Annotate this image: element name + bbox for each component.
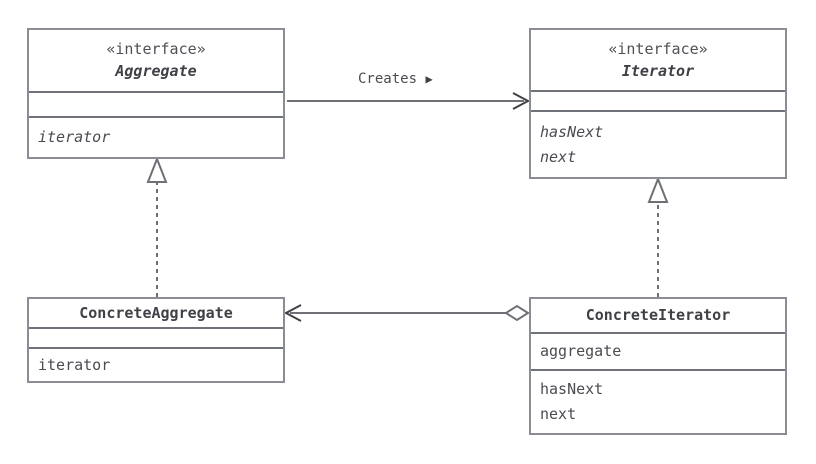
operation-item: next (540, 147, 577, 166)
edge-label-creates: Creates ▶ (358, 70, 433, 88)
operations-compartment-concrete-iterator: hasNext next (531, 369, 785, 433)
operations-compartment-iterator: hasNext next (531, 110, 785, 177)
attribute-item: aggregate (540, 342, 622, 360)
operation-item: next (540, 405, 577, 423)
relationship-realizes-iterator (647, 176, 669, 297)
class-name: ConcreteAggregate (79, 303, 233, 322)
aggregation-arrowhead (283, 304, 302, 322)
creates-arrowhead (512, 92, 531, 110)
class-name: Iterator (621, 61, 695, 80)
uml-class-concrete-iterator[interactable]: ConcreteIterator aggregate hasNext next (529, 297, 787, 435)
uml-class-concrete-aggregate[interactable]: ConcreteAggregate iterator (27, 297, 285, 383)
class-header-concrete-aggregate: ConcreteAggregate (29, 299, 283, 327)
relationship-creates (287, 92, 531, 110)
relationship-aggregation (283, 304, 530, 322)
class-header-iterator: «interface» Iterator (531, 30, 785, 91)
class-name: ConcreteIterator (585, 306, 731, 324)
class-header-aggregate: «interface» Aggregate (29, 30, 283, 91)
attributes-compartment-aggregate (29, 91, 283, 116)
class-header-concrete-iterator: ConcreteIterator (531, 299, 785, 332)
attributes-compartment-iterator (531, 90, 785, 111)
uml-class-aggregate[interactable]: «interface» Aggregate iterator (27, 28, 285, 159)
operations-compartment-aggregate: iterator (29, 116, 283, 157)
attributes-compartment-concrete-iterator: aggregate (531, 332, 785, 369)
operation-item: hasNext (540, 380, 604, 398)
attributes-compartment-concrete-aggregate (29, 327, 283, 347)
relationship-realizes-aggregate (146, 156, 168, 297)
stereotype-label: «interface» (106, 40, 206, 58)
operation-item: hasNext (540, 122, 604, 141)
stereotype-label: «interface» (608, 39, 708, 58)
aggregation-diamond (504, 304, 530, 322)
triangle-right-icon: ▶ (425, 72, 433, 86)
edge-label-text: Creates (358, 71, 418, 87)
operation-item: iterator (38, 355, 111, 374)
realizes-aggregate-triangle (146, 156, 168, 183)
operation-item: iterator (38, 128, 111, 146)
uml-class-iterator[interactable]: «interface» Iterator hasNext next (529, 28, 787, 179)
class-name: Aggregate (115, 62, 197, 80)
operations-compartment-concrete-aggregate: iterator (29, 347, 283, 381)
realizes-iterator-triangle (647, 176, 669, 203)
